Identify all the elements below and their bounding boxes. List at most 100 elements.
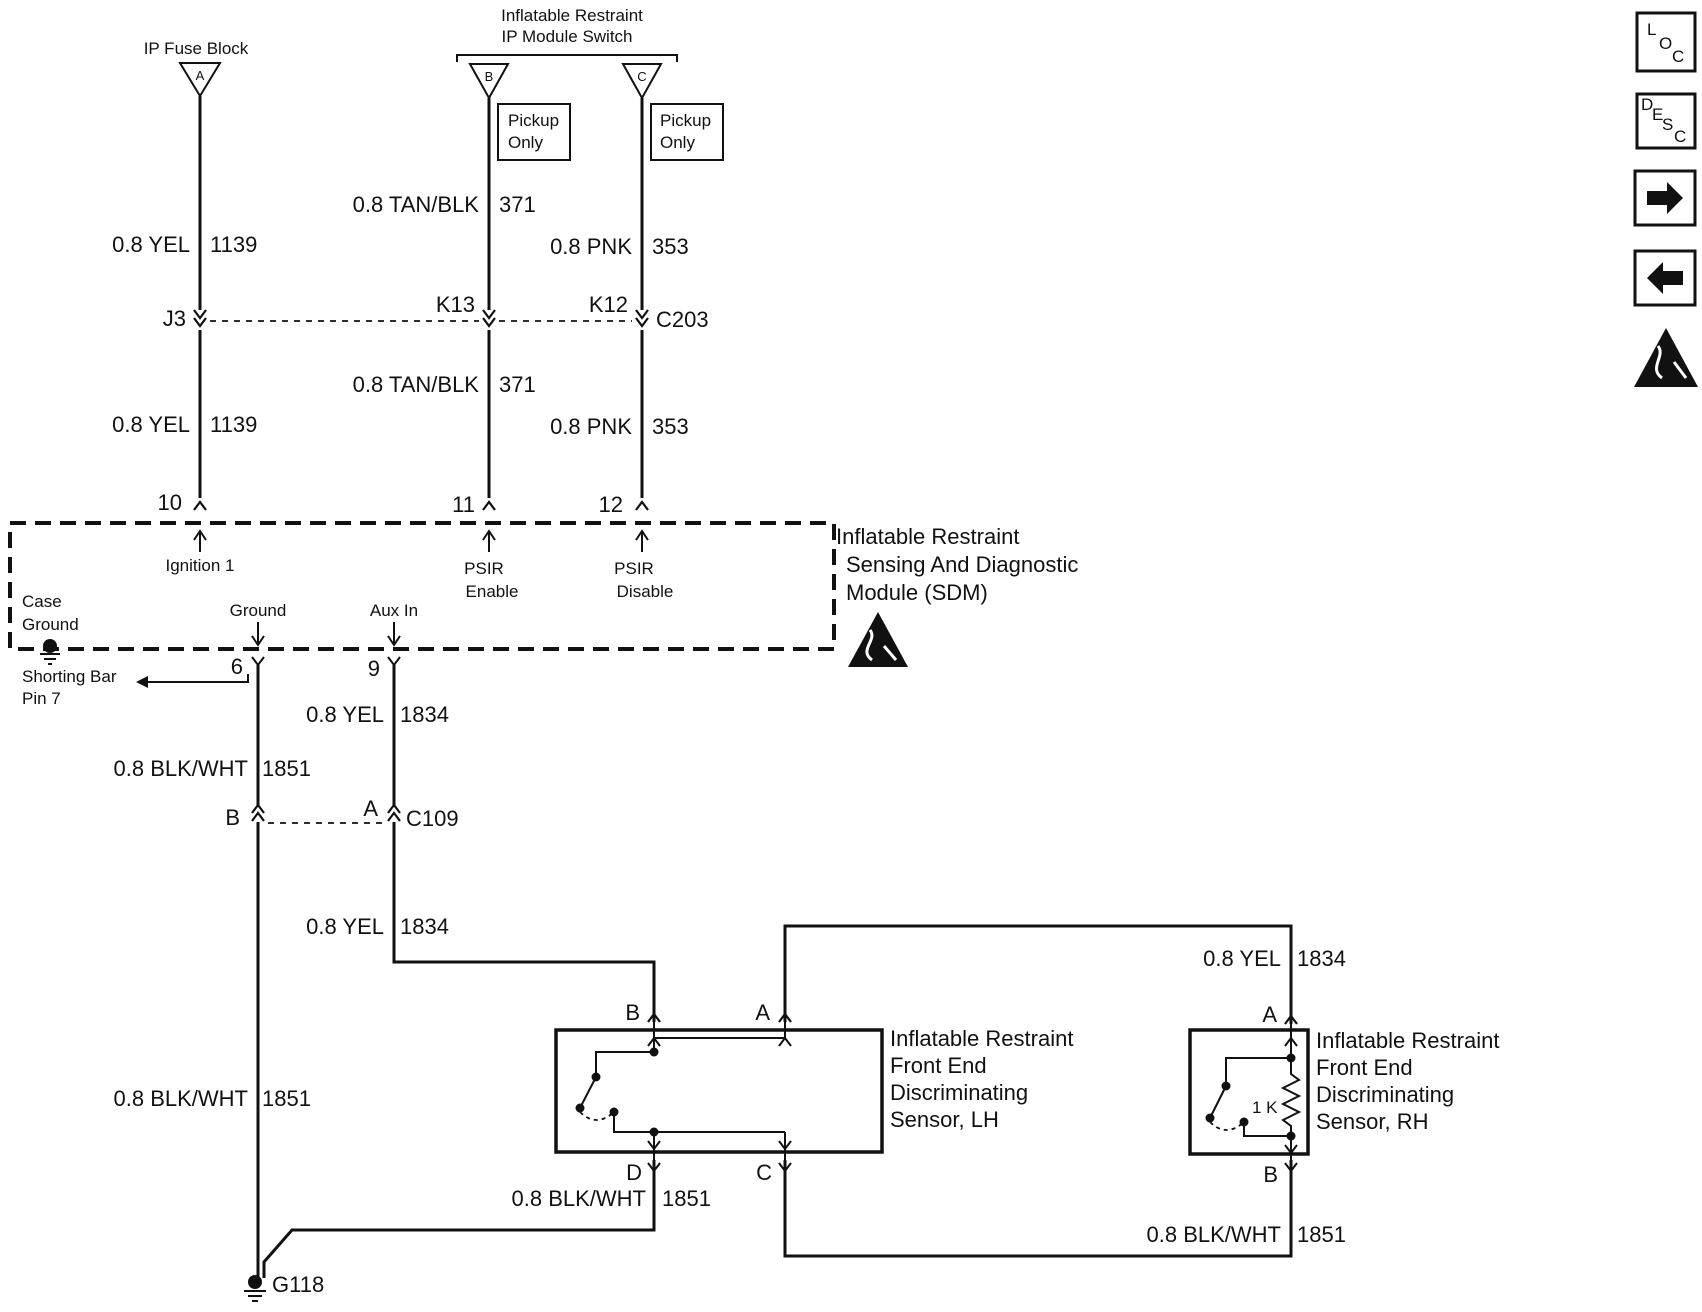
loc-button[interactable]: L O C: [1635, 11, 1697, 73]
wire-gauge: 0.8 BLK/WHT: [114, 1086, 248, 1111]
sdm-enable-label: Enable: [466, 582, 519, 601]
sensor-lh-switch: [575, 1022, 792, 1160]
sdm-pin-12: 12: [599, 492, 623, 517]
wire-circuit: 1834: [1297, 946, 1346, 971]
sdm-title-line1: Inflatable Restraint: [836, 524, 1019, 549]
pickup-box: [650, 103, 724, 161]
ground-g118: G118: [244, 1272, 324, 1302]
sdm-ignition-label: Ignition 1: [166, 556, 235, 575]
wire-gauge: 0.8 YEL: [112, 412, 190, 437]
wire-circuit: 1834: [400, 702, 449, 727]
sensor-rh-body: [1188, 1028, 1310, 1156]
wire-label-1139-upper: 0.8 YEL 1139: [112, 232, 257, 257]
sensor-rh-switch: 1 K: [1205, 1024, 1302, 1160]
desc-letter-d: D: [1641, 95, 1653, 114]
wire-gauge: 0.8 PNK: [550, 234, 632, 259]
wire-gauge: 0.8 YEL: [306, 702, 384, 727]
sdm-title-line2: Sensing And Diagnostic: [846, 552, 1078, 577]
wire-gauge: 0.8 BLK/WHT: [1147, 1222, 1281, 1247]
desc-letter-s: S: [1662, 115, 1673, 134]
sdm-module: 10 11 12 Ignition 1 PSIR Enable PSIR Dis…: [8, 490, 1078, 667]
pickup-only-note-b: Pickup Only: [497, 103, 571, 161]
wire-circuit: 1139: [210, 412, 257, 437]
c109-pin-a: A: [363, 796, 378, 821]
fuse-block-label: IP Fuse Block: [144, 39, 249, 58]
only-text: Only: [660, 133, 695, 152]
next-button[interactable]: [1633, 169, 1697, 227]
sensor-rh-resistor-label: 1 K: [1252, 1098, 1278, 1117]
wire-label-371-lower: 0.8 TAN/BLK 371: [353, 372, 536, 397]
desc-letter-e: E: [1652, 105, 1663, 124]
pickup-text: Pickup: [660, 111, 711, 130]
loc-letter-o: O: [1659, 34, 1672, 53]
switch-terminal-b: [468, 63, 510, 101]
pickup-text: Pickup: [508, 111, 559, 130]
ground-splice-dot: [248, 1275, 262, 1289]
fuse-cavity-a: A: [196, 68, 205, 83]
sensor-lh-label-line1: Inflatable Restraint: [890, 1026, 1073, 1051]
shorting-bar-line1: Shorting Bar: [22, 667, 117, 686]
wire-gauge: 0.8 TAN/BLK: [353, 192, 480, 217]
sdm-disable-label: Disable: [617, 582, 674, 601]
pickup-only-note-c: Pickup Only: [650, 103, 724, 161]
c203-pin-j3: J3: [163, 306, 186, 331]
wire-label-1834-b: 0.8 YEL 1834: [306, 914, 449, 939]
wire-label-1851-b: 0.8 BLK/WHT 1851: [114, 1086, 311, 1111]
pickup-box: [497, 103, 571, 161]
switch-bracket: [456, 54, 678, 62]
wire-circuit: 1851: [262, 1086, 311, 1111]
wire-label-1834-rh: 0.8 YEL 1834: [1203, 946, 1346, 971]
desc-button-frame[interactable]: [1635, 92, 1697, 150]
case-ground-icon: [40, 639, 60, 665]
wire-label-1851-lh: 0.8 BLK/WHT 1851: [512, 1186, 711, 1211]
sensor-rh-label-line3: Discriminating: [1316, 1082, 1454, 1107]
loc-button-frame[interactable]: [1635, 11, 1697, 73]
ground-g118-label: G118: [272, 1272, 324, 1297]
wire-gauge: 0.8 YEL: [1203, 946, 1281, 971]
wire-circuit: 353: [652, 234, 689, 259]
wire-gauge: 0.8 YEL: [112, 232, 190, 257]
wire-label-371-upper: 0.8 TAN/BLK 371: [353, 192, 536, 217]
c203-pin-k12: K12: [589, 292, 628, 317]
wire-circuit: 371: [499, 372, 536, 397]
sdm-psir-label: PSIR: [614, 559, 654, 578]
wire-circuit: 1139: [210, 232, 257, 257]
desc-button[interactable]: D E S C: [1635, 92, 1697, 150]
c203-pin-k13: K13: [436, 292, 475, 317]
esd-caution-icon: [1634, 328, 1698, 387]
shorting-bar-line2: Pin 7: [22, 689, 61, 708]
upper-wires: [198, 96, 644, 498]
sensor-lh-body: [554, 1028, 884, 1154]
sdm-aux-in-label: Aux In: [370, 601, 418, 620]
resistor-icon: [1280, 1058, 1302, 1160]
sensor-lh-pin-d: D: [626, 1160, 642, 1185]
wire-label-1851-rh: 0.8 BLK/WHT 1851: [1147, 1222, 1346, 1247]
sdm-psir-label: PSIR: [464, 559, 504, 578]
wire-gauge: 0.8 BLK/WHT: [114, 756, 248, 781]
ip-fuse-block: IP Fuse Block A: [144, 39, 249, 98]
wire-circuit: 1851: [1297, 1222, 1346, 1247]
sensor-rh-label-line1: Inflatable Restraint: [1316, 1028, 1499, 1053]
only-text: Only: [508, 133, 543, 152]
c203-name: C203: [656, 307, 709, 332]
arrow-left-icon: [1647, 262, 1683, 294]
c109-name: C109: [406, 806, 459, 831]
sdm-pin-9: 9: [368, 656, 380, 681]
wire-circuit: 371: [499, 192, 536, 217]
wire-label-353-lower: 0.8 PNK 353: [550, 414, 689, 439]
sensor-rh-label-line2: Front End: [1316, 1055, 1413, 1080]
wire-gauge: 0.8 TAN/BLK: [353, 372, 480, 397]
loc-letter-l: L: [1647, 20, 1656, 39]
connector-c109: B A C109: [225, 796, 458, 831]
switch-cavity-b: B: [485, 69, 494, 84]
arrow-right-icon: [1647, 182, 1683, 214]
sdm-pin-10: 10: [158, 490, 182, 515]
switch-label-line2: IP Module Switch: [501, 27, 632, 46]
shorting-bar-note: Shorting Bar Pin 7: [22, 667, 249, 708]
wire-label-1851-a: 0.8 BLK/WHT 1851: [114, 756, 311, 781]
back-button[interactable]: [1633, 249, 1697, 307]
sensor-lh-label-line3: Discriminating: [890, 1080, 1028, 1105]
sdm-case-ground-label: Ground: [22, 615, 79, 634]
sensor-rh-pin-a: A: [1262, 1002, 1277, 1027]
